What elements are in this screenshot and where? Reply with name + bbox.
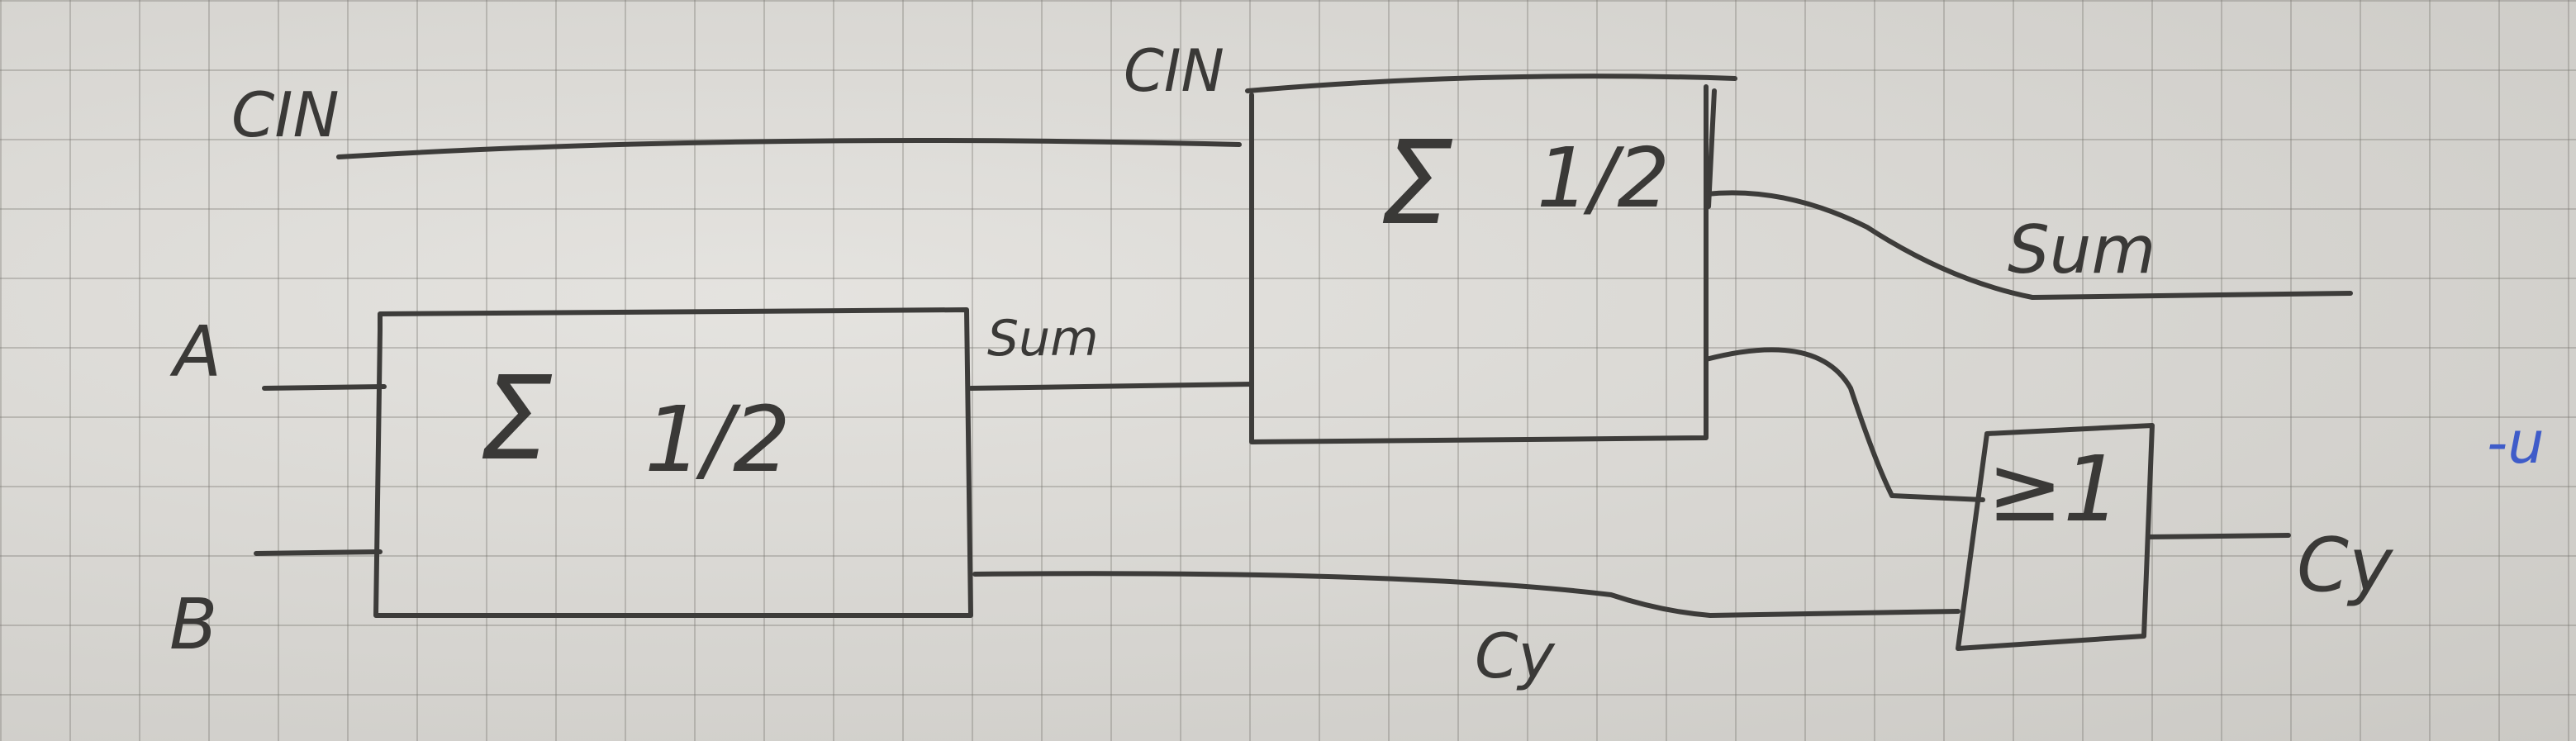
wire-sum-to-ha2 xyxy=(968,382,1254,391)
label-cy-out: Cy xyxy=(2297,522,2394,609)
half-adder-2: Σ 1/2 xyxy=(1245,74,1737,444)
half-adder-1-box xyxy=(373,307,973,618)
label-cy-mid: Cy xyxy=(1475,620,1556,692)
wire-b xyxy=(254,549,383,556)
wire-cy-ha2-to-or xyxy=(1704,347,1985,502)
labels: CIN CIN A B Sum Sum Cy Cy -u xyxy=(169,37,2545,692)
label-cin-left: CIN xyxy=(231,78,340,151)
label-sum-out: Sum xyxy=(2008,211,2155,288)
label-a: A xyxy=(169,311,221,393)
half-adder-1-fraction: 1/2 xyxy=(644,387,791,492)
or-gate: ≥1 xyxy=(1956,423,2155,651)
wire-cy-out xyxy=(2146,533,2291,539)
label-margin-mark: -u xyxy=(2487,409,2545,477)
label-sum-mid: Sum xyxy=(987,310,1099,368)
half-adder-2-symbol: Σ xyxy=(1380,116,1453,251)
half-adder-2-top-edge xyxy=(1245,74,1737,93)
half-adder-2-fraction: 1/2 xyxy=(1537,130,1670,226)
half-adder-1-symbol: Σ xyxy=(479,352,553,487)
or-gate-symbol: ≥1 xyxy=(1987,436,2121,542)
label-cin-top: CIN xyxy=(1124,37,1224,105)
wire-cy-ha1-to-or xyxy=(972,571,1961,618)
wire-a xyxy=(262,384,387,391)
wire-cin xyxy=(336,138,1242,159)
half-adder-2-box xyxy=(1249,84,1709,444)
or-gate-box xyxy=(1956,423,2155,651)
half-adder-2-right-edge xyxy=(1706,88,1717,209)
wire-sum-out xyxy=(1704,190,2353,300)
half-adder-1: Σ 1/2 xyxy=(373,307,973,618)
label-b: B xyxy=(169,584,217,666)
wires xyxy=(254,138,2353,618)
